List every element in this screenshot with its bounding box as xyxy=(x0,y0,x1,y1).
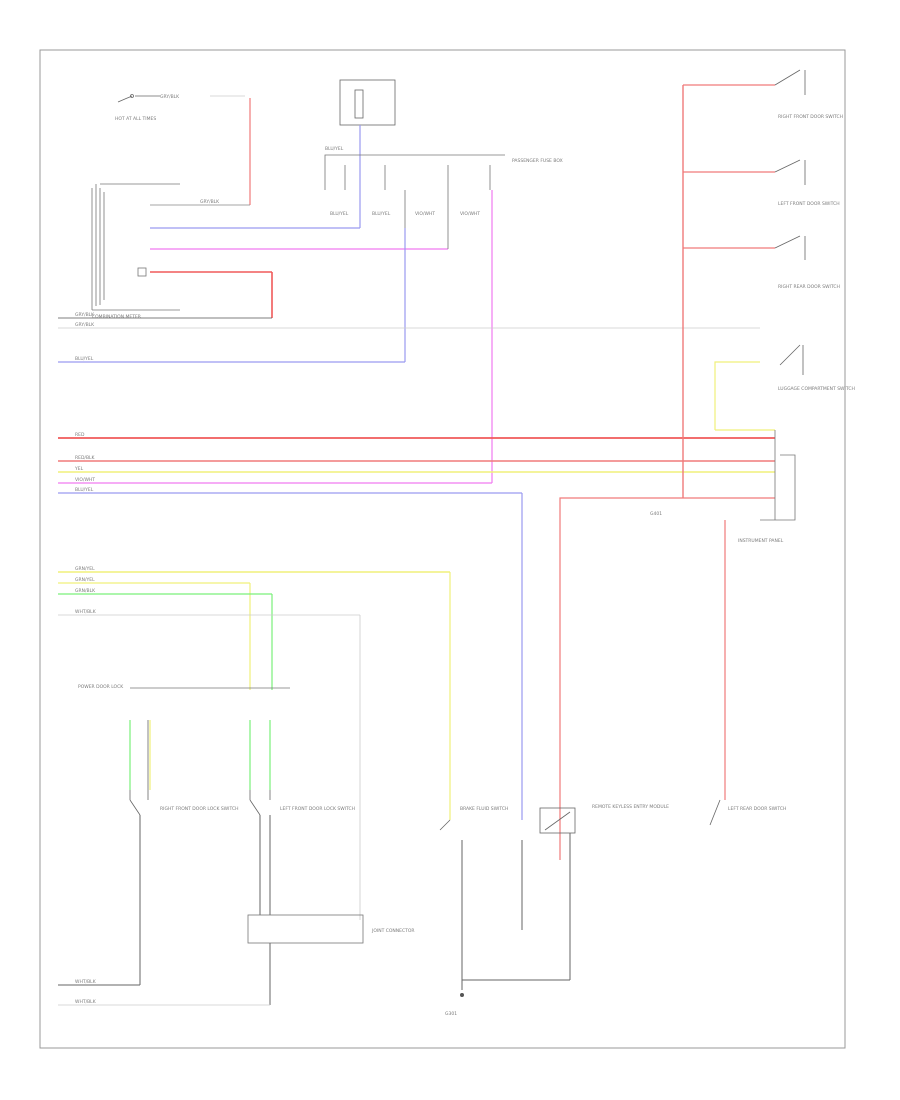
wire-label-wht-blk: WHT/BLK xyxy=(75,609,97,615)
fuse-box xyxy=(339,79,396,126)
wire-label-left-1: GRY/BLK xyxy=(75,312,95,318)
wire-yel-right-loop xyxy=(714,361,760,430)
ignition-note: HOT AT ALL TIMES xyxy=(115,116,156,122)
wire-red-lower-right xyxy=(559,497,683,860)
relay-pin-4: VIO/WHT xyxy=(460,211,480,217)
wire-label-grn-blk: GRN/BLK xyxy=(75,588,96,594)
ground-point xyxy=(460,993,464,997)
wire-label-wht-blk-2: WHT/BLK xyxy=(75,979,97,985)
ignition-switch-symbol xyxy=(117,94,245,103)
wire-label-blu-yel: BLU/YEL xyxy=(75,356,94,362)
wire-label-top-left: GRY/BLK xyxy=(160,94,180,100)
relay-box xyxy=(324,154,505,249)
combination-meter-label: COMBINATION METER xyxy=(92,314,141,320)
wire-label-grn-yel: GRN/YEL xyxy=(75,566,95,572)
relay-pin-3: VIO/WHT xyxy=(415,211,435,217)
fuse-wire-label: BLU/YEL xyxy=(325,146,344,152)
wire-label-grn-yel-2: GRN/YEL xyxy=(75,577,95,583)
right-switch-3-label: RIGHT REAR DOOR SWITCH xyxy=(778,284,840,290)
relay-box-label: PASSENGER FUSE BOX xyxy=(512,158,563,164)
wire-label-blu-yel-2: BLU/YEL xyxy=(75,487,94,493)
wire-label-wht-blk-3: WHT/BLK xyxy=(75,999,97,1005)
right-switch-1-label: RIGHT FRONT DOOR SWITCH xyxy=(778,114,843,120)
wire-label-red: RED xyxy=(75,432,85,438)
lower-switches xyxy=(129,720,721,834)
connector-lower-label: JOINT CONNECTOR xyxy=(371,928,415,934)
combination-meter xyxy=(91,183,180,311)
relay-pin-1: BLU/YEL xyxy=(330,211,349,217)
switch-label-lf: LEFT FRONT DOOR LOCK SWITCH xyxy=(280,806,355,812)
switch-label-module: REMOTE KEYLESS ENTRY MODULE xyxy=(592,804,669,810)
ground-label: G301 xyxy=(445,1011,457,1017)
wire-label-red-blk: RED/BLK xyxy=(75,455,96,461)
relay-pin-2: BLU/YEL xyxy=(372,211,391,217)
wire-label-left-2: GRY/BLK xyxy=(75,322,95,328)
wire-label-vio: VIO/WHT xyxy=(75,477,95,483)
ground-label-right: G401 xyxy=(650,511,662,517)
wire-label-yel: YEL xyxy=(74,466,84,472)
connector-lower xyxy=(247,914,364,944)
switch-label-rear: LEFT REAR DOOR SWITCH xyxy=(728,806,786,812)
right-connector xyxy=(760,430,796,521)
right-connector-label: INSTRUMENT PANEL xyxy=(738,538,784,544)
switch-label-rf: RIGHT FRONT DOOR LOCK SWITCH xyxy=(160,806,238,812)
right-switch-4-label: LUGGAGE COMPARTMENT SWITCH xyxy=(778,386,855,392)
wire-meter-blk-label: GRY/BLK xyxy=(200,199,220,205)
diagram-border xyxy=(39,49,846,1049)
right-switch-2-label: LEFT FRONT DOOR SWITCH xyxy=(778,201,840,207)
switch-label-brake: BRAKE FLUID SWITCH xyxy=(460,806,508,812)
junction-label: POWER DOOR LOCK xyxy=(78,684,124,690)
door-switch-right xyxy=(774,69,806,375)
